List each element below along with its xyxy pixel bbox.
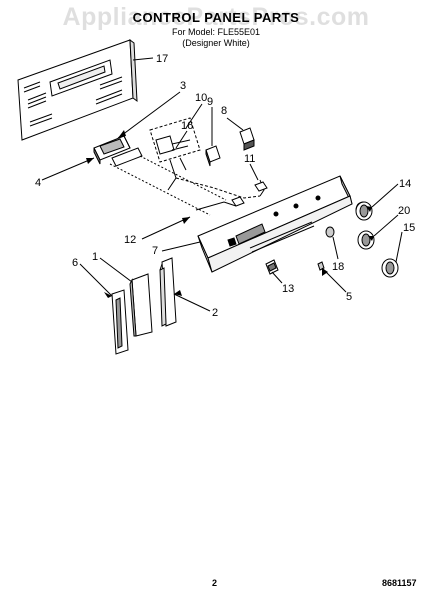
callout-16: 16 — [181, 120, 193, 132]
part-18-indicator — [325, 226, 335, 238]
callout-2: 2 — [212, 307, 218, 319]
callout-4: 4 — [35, 177, 41, 189]
callout-12: 12 — [124, 234, 136, 246]
part-4-gasket — [111, 147, 143, 167]
wiring-harness — [109, 155, 268, 216]
part-1-end-bracket — [129, 273, 153, 337]
color-line: (Designer White) — [182, 38, 250, 48]
part-10-switch-bracket — [149, 117, 201, 191]
part-8-switch — [239, 127, 255, 151]
callout-18: 18 — [332, 261, 344, 273]
callout-10: 10 — [195, 92, 207, 104]
callout-11: 11 — [244, 153, 255, 165]
page-title: CONTROL PANEL PARTS — [132, 10, 300, 25]
document-number: 8681157 — [382, 578, 417, 588]
callout-13: 13 — [282, 283, 294, 295]
callout-7: 7 — [152, 245, 158, 257]
callout-9: 9 — [207, 96, 213, 108]
callout-6: 6 — [72, 257, 78, 269]
part-15-knob — [381, 258, 399, 278]
callout-14: 14 — [399, 178, 411, 190]
callout-3: 3 — [180, 80, 186, 92]
part-3-lens — [93, 135, 131, 165]
page-number: 2 — [212, 578, 218, 588]
callout-1: 1 — [92, 251, 98, 263]
callout-17: 17 — [156, 53, 168, 65]
part-2-end-cap — [159, 257, 177, 327]
part-9-switch — [205, 145, 221, 167]
watermark: AppliancePartsPros.com — [62, 3, 370, 31]
part-6-end-cap — [111, 289, 129, 355]
part-20-knob — [357, 230, 375, 250]
leader-lines — [41, 57, 403, 312]
model-line: For Model: FLE55E01 — [171, 27, 261, 37]
callout-labels: 17 3 10 9 8 16 4 11 14 20 15 12 7 18 6 1… — [35, 53, 415, 319]
part-7-console — [197, 175, 353, 273]
part-17-rear-panel — [17, 38, 138, 141]
leader-arrowheads — [86, 130, 374, 298]
callout-15: 15 — [403, 222, 415, 234]
callout-5: 5 — [346, 291, 352, 303]
part-13-clip — [265, 259, 279, 275]
callout-20: 20 — [398, 205, 410, 217]
callout-8: 8 — [221, 105, 227, 117]
